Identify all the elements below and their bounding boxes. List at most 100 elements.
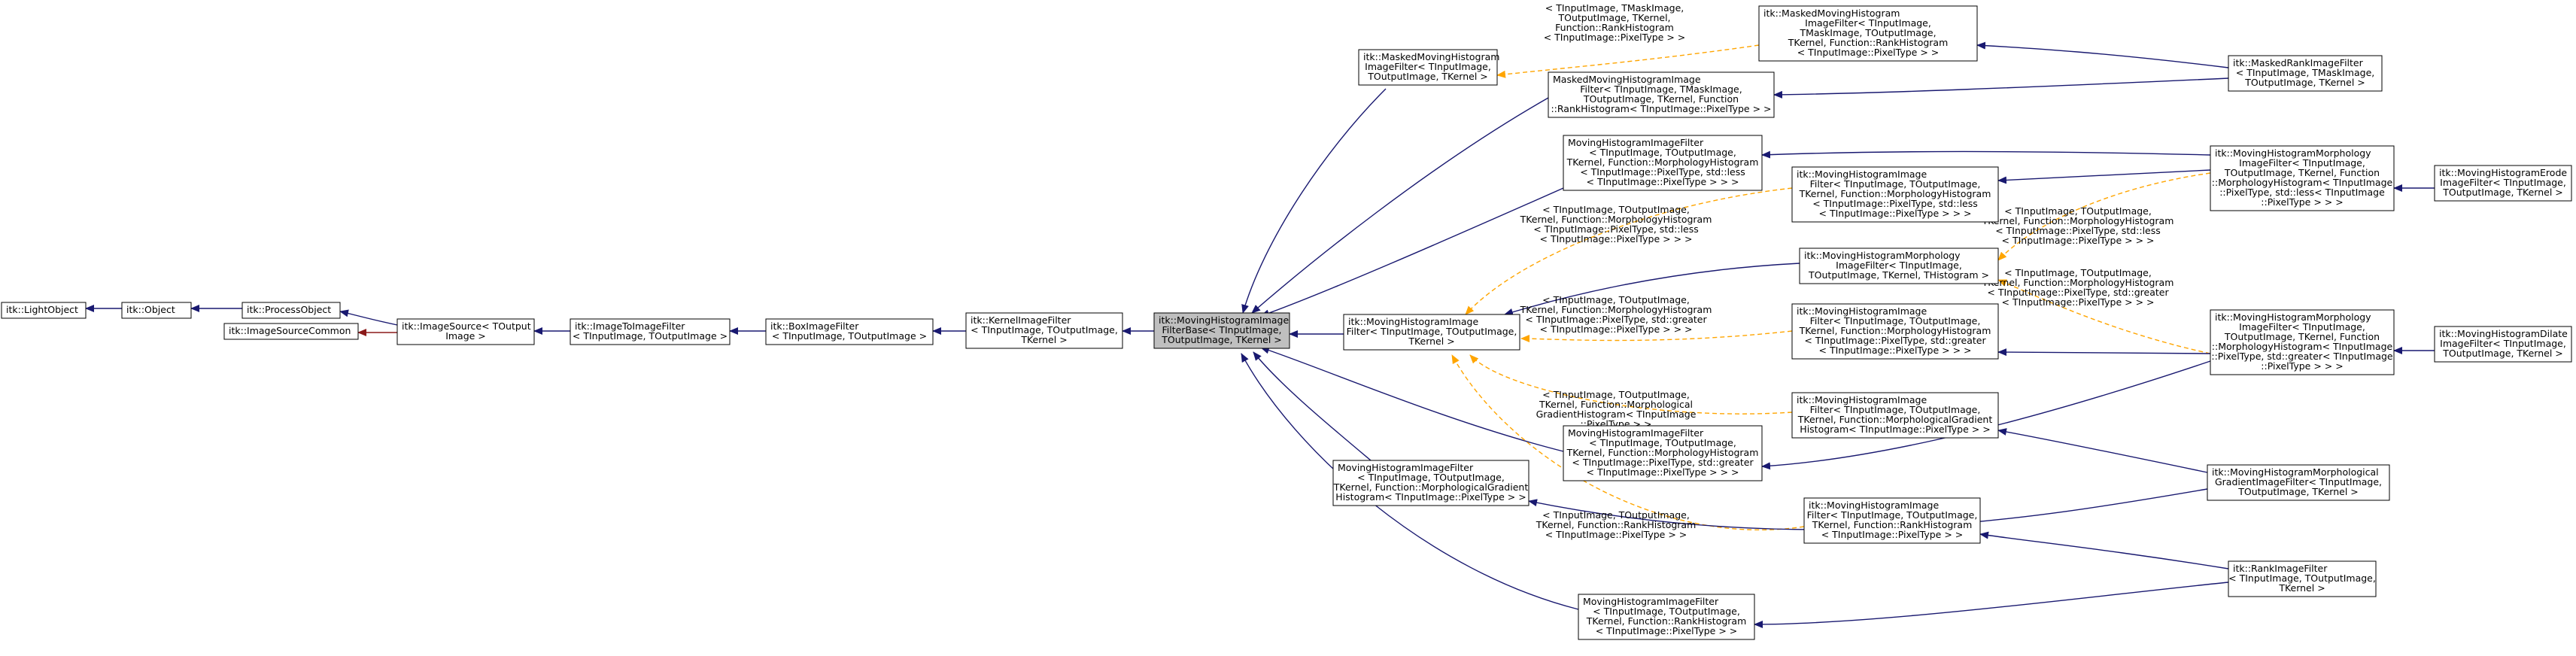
- class-node-box[interactable]: [1791, 166, 1999, 223]
- edge-label-line: TKernel, Function::MorphologyHistogram: [1982, 277, 2174, 288]
- class-node-label: ::RankHistogram< TInputImage::PixelType …: [1551, 103, 1771, 114]
- class-node-label: TOutputImage, TKernel, Function: [1583, 93, 1739, 105]
- class-node-label: itk::MovingHistogramErode: [2439, 167, 2567, 178]
- class-node-lightobject[interactable]: itk::LightObject: [1, 302, 87, 319]
- class-node-box[interactable]: [965, 312, 1123, 349]
- class-node-label: ImageFilter< TInputImage,: [2239, 321, 2365, 333]
- edge-label-line: < TInputImage::PixelType > > >: [2002, 296, 2155, 308]
- class-node-box[interactable]: [2434, 165, 2572, 202]
- edge-mmhif_rank-to-focus: [1251, 97, 1549, 314]
- class-node-label: < TInputImage::PixelType > > >: [1587, 466, 1739, 478]
- class-node-box[interactable]: [1563, 425, 1763, 481]
- class-node-label: < TInputImage::PixelType, std::greater: [1804, 335, 1986, 346]
- class-node-label: < TInputImage::PixelType > > >: [1587, 176, 1739, 187]
- class-node-mhif_gradient[interactable]: MovingHistogramImageFilter< TInputImage,…: [1332, 460, 1530, 506]
- class-node-box[interactable]: [1791, 392, 1999, 439]
- class-node-box[interactable]: [1791, 303, 1999, 360]
- class-node-box[interactable]: [1578, 594, 1755, 640]
- class-node-box[interactable]: [1, 302, 87, 319]
- class-node-mhif_rank[interactable]: MovingHistogramImageFilter< TInputImage,…: [1578, 594, 1755, 640]
- class-node-label: itk::ImageSource< TOutput: [402, 320, 531, 332]
- class-node-label: < TInputImage, TOutputImage,: [2228, 572, 2376, 584]
- class-node-label: ImageFilter< TInputImage,: [1365, 61, 1491, 72]
- class-node-processobject[interactable]: itk::ProcessObject: [242, 302, 341, 319]
- class-node-imagesourcecommon[interactable]: itk::ImageSourceCommon: [223, 323, 359, 340]
- edge-i_mhif_morph_greater-to-mhif_t: [1520, 330, 1793, 343]
- class-node-imagetoimagefilter[interactable]: itk::ImageToImageFilter< TInputImage, TO…: [570, 318, 731, 345]
- class-node-label: Filter< TInputImage, TMaskImage,: [1580, 84, 1742, 95]
- class-node-box[interactable]: [570, 318, 731, 345]
- class-node-mhif_t[interactable]: itk::MovingHistogramImageFilter< TInputI…: [1343, 314, 1520, 351]
- class-node-box[interactable]: [223, 323, 359, 340]
- class-node-rankfilter[interactable]: itk::RankImageFilter< TInputImage, TOutp…: [2228, 560, 2377, 597]
- edge-label-line: TOutputImage, TKernel,: [1557, 12, 1670, 23]
- class-node-box[interactable]: [1799, 248, 1999, 284]
- class-node-label: TKernel, Function::MorphologyHistogram: [1566, 156, 1759, 168]
- edge-gradientfilter-to-i_mhif_gradient: [1997, 428, 2208, 473]
- class-node-label: itk::MovingHistogramImage: [1159, 314, 1289, 326]
- class-node-mhmorph_greater[interactable]: itk::MovingHistogramMorphologyImageFilte…: [2210, 309, 2395, 375]
- class-node-label: TKernel, Function::MorphologyHistogram: [1799, 188, 1991, 199]
- class-node-imagesource[interactable]: itk::ImageSource< TOutputImage >: [396, 318, 535, 345]
- class-node-box[interactable]: [1563, 135, 1763, 191]
- class-node-box[interactable]: [1803, 497, 1981, 544]
- class-node-label: itk::Object: [126, 304, 175, 315]
- class-node-box[interactable]: [1343, 314, 1520, 351]
- class-node-box[interactable]: [1332, 460, 1530, 506]
- class-node-box[interactable]: [2210, 309, 2395, 375]
- class-node-box[interactable]: [1153, 312, 1290, 349]
- class-node-label: TOutputImage, TKernel >: [1367, 71, 1488, 82]
- class-node-box[interactable]: [2228, 55, 2383, 92]
- class-node-label: < TInputImage, TMaskImage,: [2236, 67, 2375, 78]
- class-node-i_mhif_morph_less[interactable]: itk::MovingHistogramImageFilter< TInputI…: [1791, 166, 1999, 223]
- class-node-label: TOutputImage, TKernel >: [2244, 77, 2365, 88]
- class-node-box[interactable]: [242, 302, 341, 319]
- class-node-mhif_morph_greater[interactable]: MovingHistogramImageFilter< TInputImage,…: [1563, 425, 1763, 481]
- class-node-box[interactable]: [1548, 71, 1775, 118]
- class-node-box[interactable]: [121, 302, 192, 319]
- class-node-label: ::PixelType, std::greater< TInputImage: [2211, 351, 2393, 362]
- class-node-label: ::PixelType > > >: [2261, 196, 2343, 208]
- class-node-label: Filter< TInputImage, TOutputImage,: [1807, 509, 1978, 521]
- edge-label-line: < TInputImage::PixelType, std::less: [1995, 225, 2161, 236]
- class-node-mhmorph_less[interactable]: itk::MovingHistogramMorphologyImageFilte…: [2210, 145, 2395, 211]
- class-node-box[interactable]: [396, 318, 535, 345]
- class-node-box[interactable]: [2228, 560, 2377, 597]
- class-node-i_mhif_rank[interactable]: itk::MovingHistogramImageFilter< TInputI…: [1803, 497, 1981, 544]
- class-node-label: < TInputImage, TOutputImage >: [573, 330, 728, 342]
- class-node-i_mhif_gradient[interactable]: itk::MovingHistogramImageFilter< TInputI…: [1791, 392, 1999, 439]
- class-node-label: itk::MaskedMovingHistogram: [1763, 8, 1900, 19]
- class-node-object[interactable]: itk::Object: [121, 302, 192, 319]
- class-node-mhmorph_t[interactable]: itk::MovingHistogramMorphologyImageFilte…: [1799, 248, 1999, 284]
- class-node-mhif_morph_less[interactable]: MovingHistogramImageFilter< TInputImage,…: [1563, 135, 1763, 191]
- class-node-i_mhif_morph_greater[interactable]: itk::MovingHistogramImageFilter< TInputI…: [1791, 303, 1999, 360]
- class-node-boximagefilter[interactable]: itk::BoxImageFilter< TInputImage, TOutpu…: [765, 318, 934, 345]
- class-node-label: Filter< TInputImage, TOutputImage,: [1810, 315, 1981, 326]
- class-node-label: < TInputImage, TOutputImage,: [1589, 147, 1736, 158]
- edge-mhif_gradient-to-focus: [1253, 351, 1372, 461]
- class-node-maskedrank[interactable]: itk::MaskedRankImageFilter< TInputImage,…: [2228, 55, 2383, 92]
- class-node-box[interactable]: [2434, 326, 2572, 363]
- edge-label-lbl_less: < TInputImage, TOutputImage,TKernel, Fun…: [1520, 204, 1712, 244]
- class-node-box[interactable]: [2210, 145, 2395, 211]
- class-node-label: < TInputImage, TOutputImage >: [772, 330, 927, 342]
- class-node-kernelimagefilter[interactable]: itk::KernelImageFilter< TInputImage, TOu…: [965, 312, 1123, 349]
- class-node-label: itk::MaskedRankImageFilter: [2233, 57, 2364, 68]
- class-node-gradientfilter[interactable]: itk::MovingHistogramMorphologicalGradien…: [2207, 464, 2390, 501]
- class-node-box[interactable]: [2207, 464, 2390, 501]
- class-node-label: itk::ImageToImageFilter: [575, 320, 685, 332]
- class-node-box[interactable]: [1758, 5, 1978, 62]
- class-node-box[interactable]: [1358, 49, 1498, 86]
- class-node-label: TKernel, Function::MorphologicalGradient: [1797, 414, 1993, 425]
- class-node-box[interactable]: [765, 318, 934, 345]
- edge-label-line: TKernel, Function::MorphologyHistogram: [1520, 214, 1712, 225]
- class-node-label: itk::LightObject: [6, 304, 78, 315]
- edge-i_mhif_rank-to-mhif_t: [1451, 354, 1805, 530]
